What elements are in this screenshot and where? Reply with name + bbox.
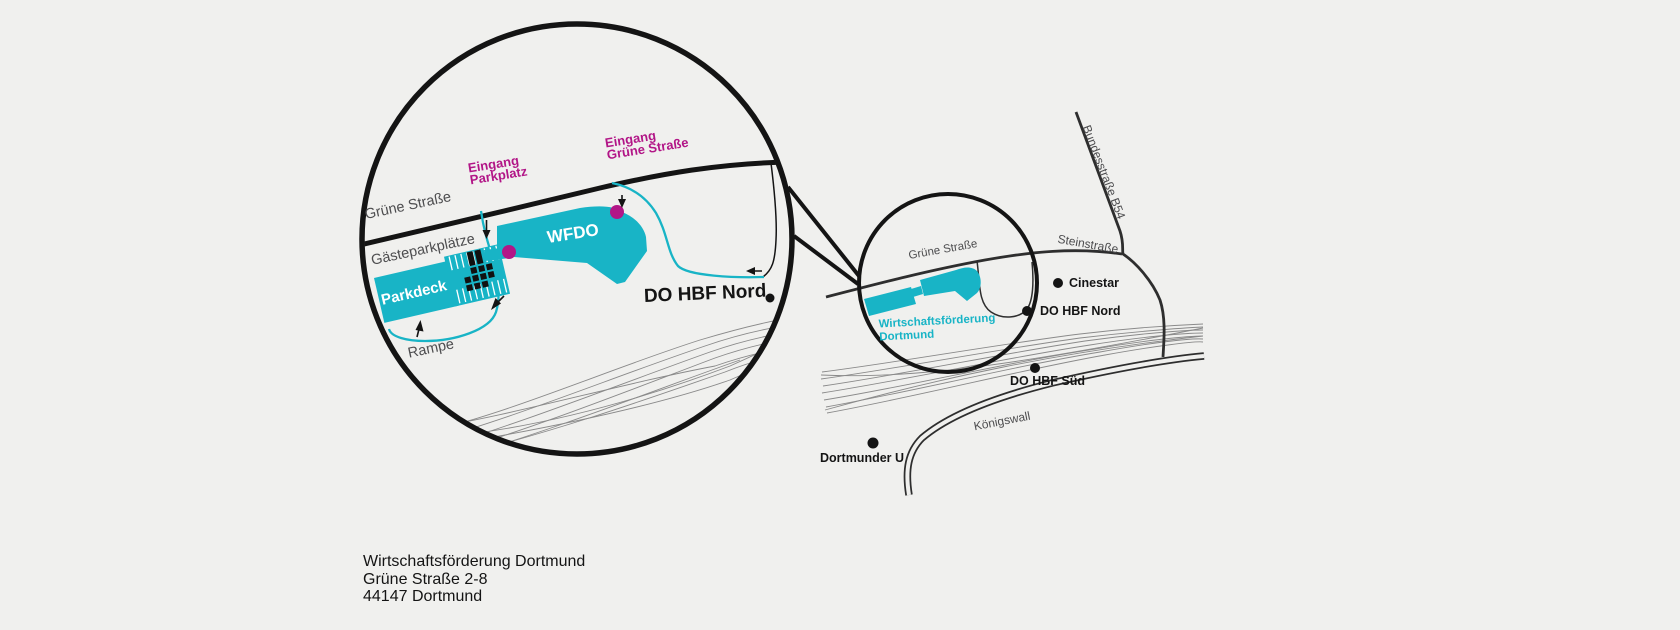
overview-map-content	[820, 111, 1205, 496]
occupied-parking-cells	[464, 249, 495, 292]
cinestar-dot	[1053, 278, 1063, 288]
address-street: Grüne Straße 2-8	[363, 571, 488, 588]
hbf-nord-dot-detail	[765, 293, 775, 303]
gruene-strasse-road-detail	[364, 159, 790, 249]
route-east-teal	[611, 181, 765, 279]
koenigswall-road-inner	[905, 354, 1205, 496]
overview-circle-ring	[857, 192, 1039, 374]
detail-circle-ring	[359, 21, 795, 457]
magnifier-connector-bottom	[792, 234, 860, 286]
direction-arrows	[415, 195, 762, 338]
building-connector-arm-mini	[911, 286, 923, 297]
address-city: 44147 Dortmund	[363, 588, 483, 605]
gruene-stein-strasse-road	[825, 249, 1123, 299]
railway-lines-overview	[820, 323, 1204, 414]
parkdeck-building-mini	[864, 287, 916, 316]
hbf-nord-dot-overview	[1022, 306, 1032, 316]
dortmunder-u-dot	[867, 437, 879, 449]
wfdo-building	[497, 206, 647, 284]
entrance-dot-parkplatz	[502, 245, 516, 259]
hbf-sued-dot	[1030, 363, 1040, 373]
railway-lines-detail	[407, 315, 790, 452]
wfdo-building-mini	[920, 267, 981, 301]
magnifier-connector-top	[786, 185, 861, 278]
detail-map-content	[364, 159, 790, 452]
address-name: Wirtschaftsförderung Dortmund	[363, 553, 586, 570]
bundesstrasse-b54-road	[1074, 111, 1166, 358]
entrance-dot-gruene-strasse	[610, 205, 624, 219]
access-road-east	[762, 162, 777, 278]
access-loop-overview	[976, 260, 1034, 318]
koenigswall-road-outer	[903, 352, 1205, 496]
